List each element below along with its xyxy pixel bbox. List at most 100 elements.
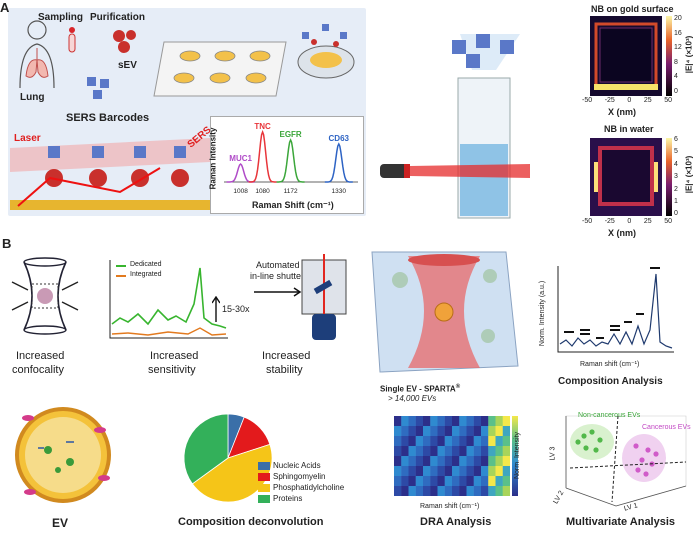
shutter-label-1: Automated [256,260,300,270]
zoom-chip-well [297,24,355,79]
spectrum-peak [324,142,353,183]
dra-cell [394,436,402,447]
dra-cell [452,486,460,496]
lv3-label: LV 3 [549,446,557,461]
legend-swatch [258,461,270,470]
shutter-diagram [254,254,347,340]
heat1-cbar-tick: 16 [674,29,682,37]
composition-title: Composition Analysis [558,376,663,387]
sev-label: sEV [118,60,137,71]
dra-cell [394,466,402,477]
purification-label: Purification [90,12,146,23]
heat1-xlabel: X (nm) [608,107,636,117]
heat2-xtick: -50 [582,218,593,225]
dra-cell [502,416,510,427]
dra-cell [481,416,489,427]
dra-cell [408,426,416,437]
heat1-cbar-tick: 0 [674,87,678,95]
heat2-cbar-tick: 5 [674,148,678,156]
dra-cell [408,436,416,447]
dra-cell [415,456,424,467]
spectrum-tick-label: 1172 [284,188,298,194]
dra-cell [430,456,438,467]
dra-cell [473,486,482,496]
dra-cell [459,426,467,437]
dra-cell [444,486,453,496]
heat1-cbar-tick: 4 [674,73,678,81]
confocality-diagram [11,257,79,335]
dra-cell [488,416,496,427]
dra-cell [401,456,409,467]
heat2-cbar-ticks: 6 5 4 3 2 1 0 [674,134,688,220]
dra-cell [459,446,467,457]
sparta-count: > 14,000 EVs [388,394,437,403]
heat1-title: NB on gold surface [591,4,674,14]
dra-cell [430,486,438,496]
heat2-cbar-tick: 4 [674,160,678,168]
legend-proteins: Proteins [273,494,303,503]
spectrum-peak-label: CD63 [329,134,350,143]
dra-cell [437,426,445,437]
multivariate-plot [565,415,687,507]
dra-cell [430,436,438,447]
dra-cell [423,476,431,487]
heat2-cbar-tick: 3 [674,173,678,181]
dra-cell [466,456,474,467]
dra-cell [423,416,431,427]
spectrum-peak-label: MUC1 [229,154,252,163]
dra-cell [437,466,445,477]
dra-cell [488,466,496,477]
dra-cell [415,466,424,477]
dra-cell [459,456,467,467]
dra-cell [466,466,474,477]
dra-cell [415,476,424,487]
pie-legend-item: Sphingomyelin [258,471,344,482]
dra-cell [488,476,496,487]
heat1-xtick: 0 [627,97,632,104]
dra-cell [401,466,409,477]
heat2-cbar-tick: 0 [674,210,678,218]
dra-cell [430,476,438,487]
dra-cell [444,466,453,477]
confocality-line2: confocality [12,364,64,376]
dra-cell [423,436,431,447]
heat1-cbar-tick: 8 [674,58,678,66]
heat2-map [590,138,662,216]
dra-cell [473,476,482,487]
dra-cell [452,426,460,437]
dra-cell [481,456,489,467]
heat2-cbar-tick: 6 [674,136,678,143]
ev-label: EV [52,516,69,530]
dra-cell [488,446,496,457]
dra-cell [502,426,510,437]
sensitivity-plot [109,260,228,339]
chip-plate [153,41,287,97]
dra-cell [502,446,510,457]
dra-cell [495,466,503,477]
sparta-title-text: Single EV - SPARTA [380,384,456,394]
heat2-xtick: 0 [627,218,632,225]
heat1-cbar-label: |E|⁴ (×10³) [684,35,694,74]
dra-cell [466,426,474,437]
dra-cell [481,446,489,457]
dra-cell [481,476,489,487]
dra-cell [502,456,510,467]
dra-cell [408,446,416,457]
stability-line1: Increased [262,350,311,362]
heat2-xtick: 25 [643,218,652,225]
dra-cell [430,446,438,457]
dra-xlabel: Raman shift (cm⁻¹) [420,503,480,510]
dra-cell [466,436,474,447]
pie-legend-item: Proteins [258,493,344,504]
legend-swatch [258,483,270,492]
dra-cell [466,446,474,457]
heat2-title: NB in water [604,124,654,134]
sparta-trap-illustration [371,251,519,373]
spectrum-peak [226,162,255,183]
heat1-xtick: -50 [582,97,593,104]
dra-cell [423,466,431,477]
dra-cell [401,476,409,487]
barcode-cluster-icon [87,77,109,99]
legend-dedicated: Dedicated [130,261,162,268]
